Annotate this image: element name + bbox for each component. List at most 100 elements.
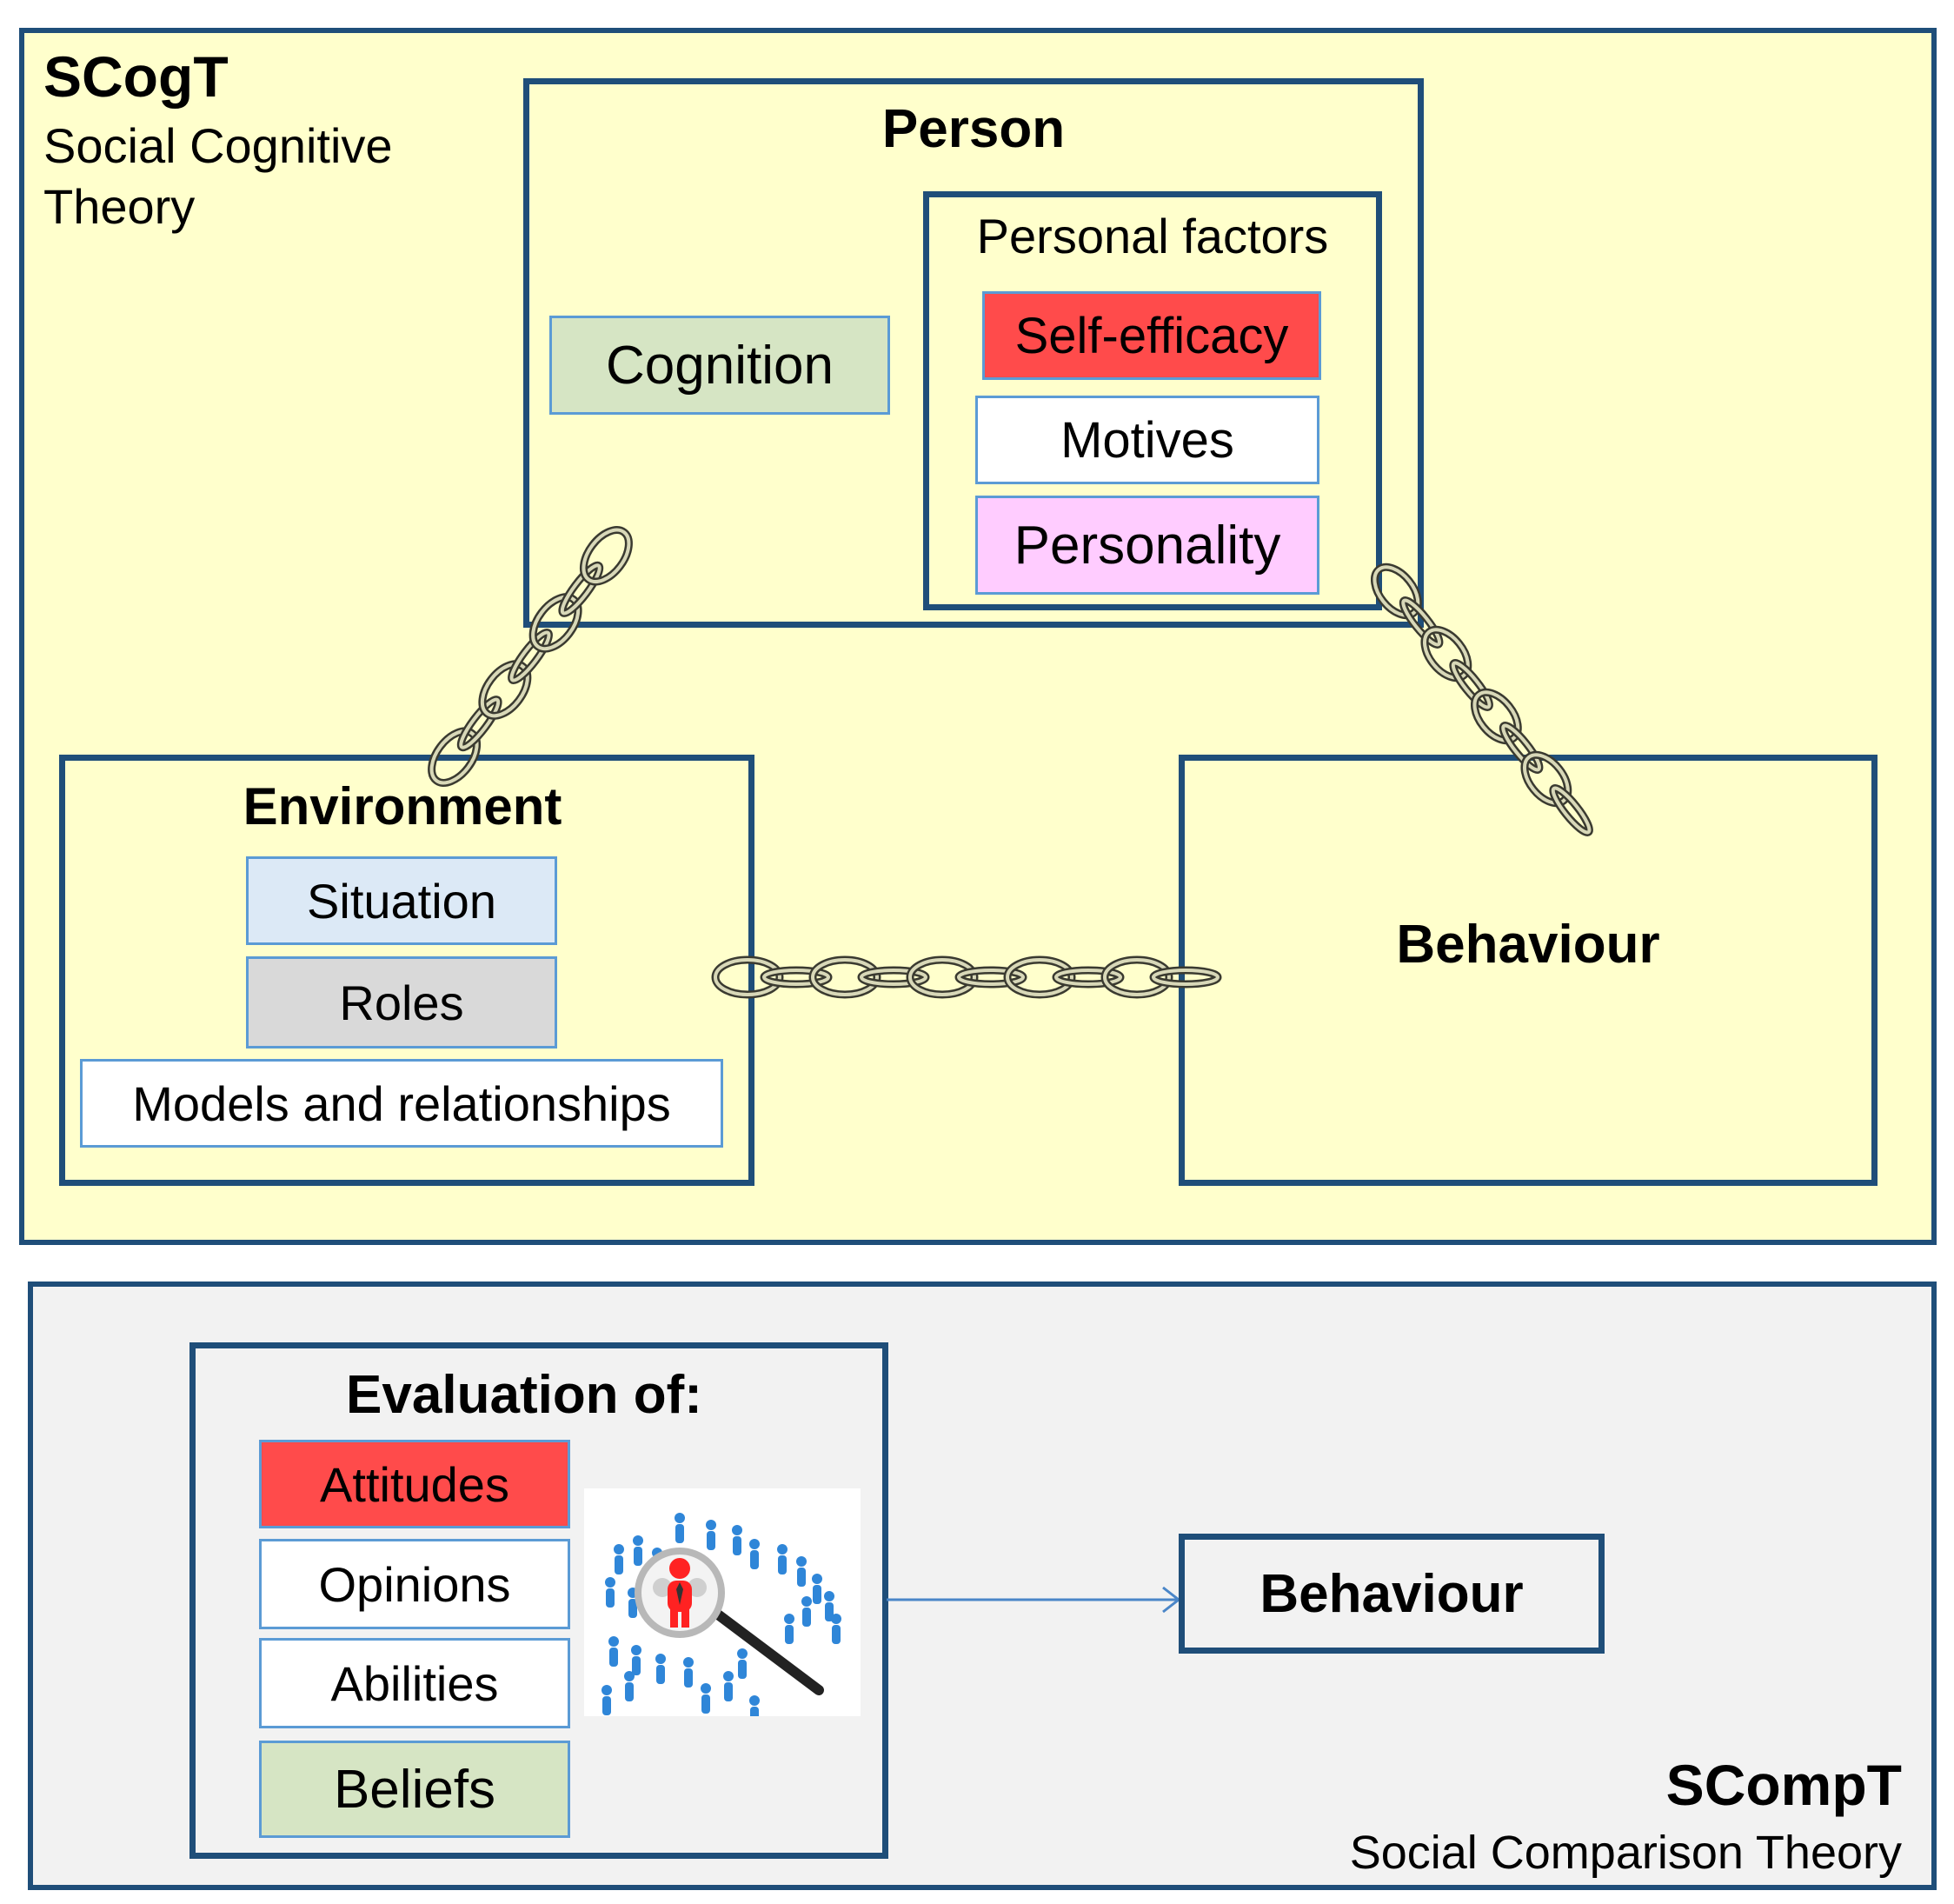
- models-box: Models and relationships: [80, 1059, 723, 1148]
- chain-link-icon: [1522, 753, 1570, 805]
- evaluation-title: Evaluation of:: [346, 1365, 702, 1425]
- chain-link-icon: [1152, 969, 1220, 986]
- chain-link-icon: [429, 729, 479, 785]
- person-figure-icon: [796, 1556, 807, 1567]
- personality-box: Personality: [975, 496, 1319, 595]
- chain-link-icon: [459, 697, 501, 749]
- chain-link-icon: [1054, 969, 1122, 986]
- person-figure-icon: [732, 1525, 742, 1535]
- person-figure-body: [628, 1599, 637, 1618]
- person-figure-icon: [801, 1596, 812, 1607]
- chain-link-icon: [480, 662, 529, 718]
- environment-title: Environment: [243, 777, 562, 835]
- person-figure-icon: [624, 1671, 635, 1681]
- chain-link-icon: [560, 563, 601, 616]
- person-figure-icon: [655, 1654, 666, 1664]
- person-figure-icon: [633, 1535, 643, 1546]
- person-figure-body: [797, 1568, 806, 1587]
- person-figure-body: [778, 1555, 787, 1574]
- person-figure-body: [606, 1588, 615, 1608]
- motives-box: Motives: [975, 396, 1319, 484]
- personal-factors-box: [923, 191, 1382, 610]
- person-figure-body: [675, 1524, 684, 1543]
- chain-link-icon: [1401, 598, 1441, 647]
- person-figure-icon: [831, 1614, 841, 1624]
- chain-link-icon: [957, 969, 1025, 986]
- person-figure-body: [802, 1608, 811, 1627]
- person-figure-body: [750, 1707, 759, 1716]
- person-figure-icon: [701, 1683, 711, 1694]
- person-figure-body: [733, 1536, 741, 1555]
- person-figure-icon: [675, 1513, 685, 1523]
- person-figure-icon: [812, 1574, 822, 1584]
- chain-link-icon: [1103, 958, 1171, 996]
- person-figure-icon: [737, 1648, 748, 1659]
- person-figure-body: [813, 1585, 821, 1604]
- scompt-abbr: SCompT: [1665, 1753, 1902, 1817]
- chain-link-icon: [714, 958, 781, 996]
- person-figure-icon: [706, 1520, 716, 1530]
- evaluation-box: [189, 1342, 888, 1859]
- scogt-abbr: SCogT: [43, 44, 229, 109]
- chain-link-icon: [860, 969, 927, 986]
- person-figure-icon: [784, 1614, 794, 1624]
- person-figure-icon: [749, 1539, 760, 1549]
- person-figure-body: [634, 1547, 642, 1566]
- person-title: Person: [881, 99, 1066, 159]
- person-figure-body: [750, 1550, 759, 1569]
- beliefs-box: Beliefs: [259, 1741, 570, 1838]
- attitudes-box: Attitudes: [259, 1440, 570, 1528]
- person-figure-body: [602, 1696, 611, 1715]
- chain-link-icon: [509, 630, 551, 682]
- arrow-to-behaviour: [887, 1586, 1181, 1614]
- person-figure-body: [684, 1668, 693, 1688]
- chain-links: [428, 526, 1593, 999]
- person-figure-body: [701, 1694, 710, 1714]
- person-box: [523, 78, 1424, 628]
- chain-link-icon: [908, 958, 976, 996]
- chain-link-icon: [1006, 958, 1073, 996]
- chain-link-icon: [1501, 723, 1541, 772]
- scogt-name-line1: Social Cognitive: [43, 118, 393, 173]
- chain-link-icon: [1472, 690, 1520, 742]
- scompt-behaviour-box: [1179, 1534, 1605, 1654]
- person-figure-body: [625, 1682, 634, 1701]
- person-figure-body: [707, 1531, 715, 1550]
- opinions-box: Opinions: [259, 1539, 570, 1629]
- abilities-box: Abilities: [259, 1638, 570, 1728]
- scompt-name: Social Comparison Theory: [1349, 1827, 1902, 1879]
- crowd-magnifier-icon: [584, 1488, 861, 1716]
- chain-link-icon: [1551, 786, 1592, 835]
- chain-link-icon: [811, 958, 879, 996]
- person-figure-body: [609, 1648, 618, 1667]
- person-figure-body: [615, 1555, 623, 1574]
- scogt-name-line2: Theory: [43, 179, 196, 234]
- person-figure-icon: [683, 1657, 694, 1668]
- scompt-behaviour-label: Behaviour: [1259, 1564, 1524, 1624]
- chain-link-icon: [1372, 565, 1420, 617]
- person-figure-icon: [605, 1577, 615, 1588]
- chain-link-icon: [1451, 661, 1492, 709]
- roles-box: Roles: [246, 956, 557, 1049]
- person-figure-icon: [608, 1636, 619, 1647]
- person-figure-icon: [749, 1695, 760, 1706]
- person-figure-icon: [723, 1671, 734, 1681]
- personal-factors-title: Personal factors: [976, 209, 1329, 263]
- person-figure-icon: [614, 1544, 624, 1554]
- self-efficacy-box: Self-efficacy: [982, 291, 1321, 380]
- chain-link-icon: [1422, 628, 1470, 680]
- person-figure-body: [785, 1625, 794, 1644]
- person-figure-body: [632, 1656, 641, 1675]
- chain-link-icon: [531, 595, 581, 651]
- person-figure-body: [738, 1660, 747, 1679]
- chain-link-icon: [582, 528, 631, 583]
- person-figure-icon: [824, 1591, 834, 1601]
- person-figure-body: [656, 1665, 665, 1684]
- environment-box: [59, 755, 754, 1186]
- person-figure-body: [724, 1682, 733, 1701]
- person-figure-icon: [601, 1685, 612, 1695]
- person-figure-body: [825, 1602, 834, 1621]
- situation-box: Situation: [246, 856, 557, 945]
- person-figure-icon: [777, 1544, 788, 1554]
- person-figure-icon: [631, 1645, 641, 1655]
